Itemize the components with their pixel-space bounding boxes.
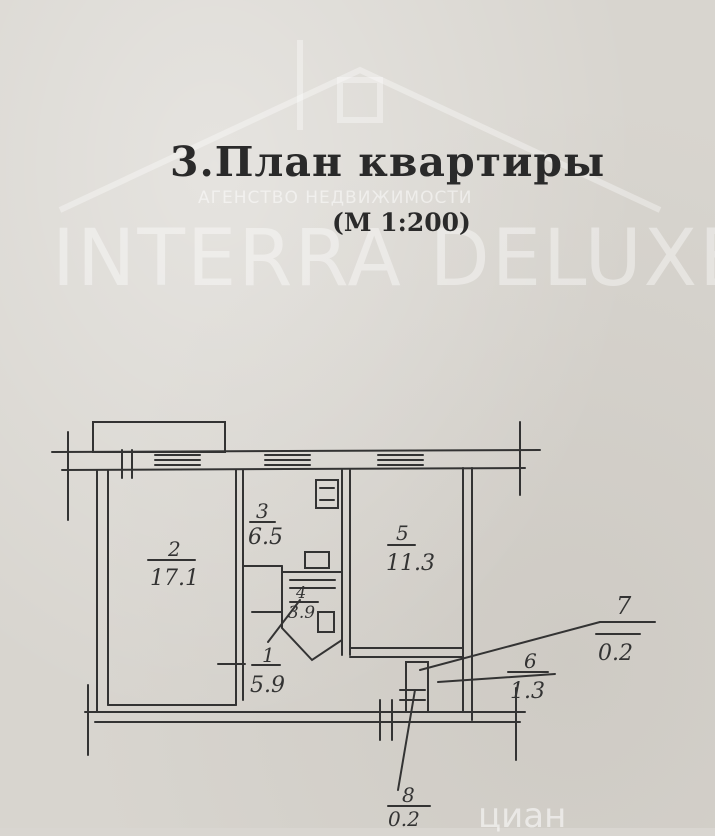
- room-4-area: 3.9: [288, 603, 315, 623]
- plan-title: 3.План квартиры: [170, 138, 606, 186]
- room-4-number: 4: [295, 583, 306, 602]
- leader-line-7: [419, 621, 601, 671]
- room-5-area: 11.3: [386, 551, 435, 576]
- room-7-area: 0.2: [598, 641, 633, 666]
- outer-wall-top: [51, 449, 541, 453]
- watermark-brand: INTERRA DELUXE: [52, 214, 715, 304]
- room-6-area: 1.3: [510, 679, 545, 704]
- room-3-number: 3: [256, 499, 269, 523]
- room-5-number: 5: [396, 521, 409, 545]
- window: [264, 454, 311, 466]
- toilet: [317, 611, 335, 633]
- room-1-number: 1: [262, 643, 275, 667]
- room-1-area: 5.9: [250, 673, 285, 698]
- window: [154, 454, 201, 466]
- leader-line-8: [397, 689, 416, 791]
- room-8-area: 0.2: [388, 807, 420, 828]
- leader-line-6: [437, 673, 556, 683]
- storage-room: [405, 661, 429, 713]
- balcony: [92, 421, 226, 453]
- room-2-number: 2: [167, 537, 181, 561]
- watermark-tagline: АГЕНСТВО НЕДВИЖИМОСТИ: [198, 188, 473, 208]
- room-8-number: 8: [402, 783, 415, 807]
- window: [377, 454, 424, 466]
- room-3-area: 6.5: [248, 525, 283, 550]
- bathroom: [281, 571, 343, 662]
- watermark-source: циан: [478, 796, 567, 836]
- plan-scale: (М 1:200): [332, 208, 471, 237]
- stove: [315, 479, 339, 509]
- room-6-number: 6: [524, 649, 537, 673]
- sink: [304, 551, 330, 569]
- room-2-area: 17.1: [150, 566, 199, 591]
- room-7-number: 7: [616, 592, 632, 620]
